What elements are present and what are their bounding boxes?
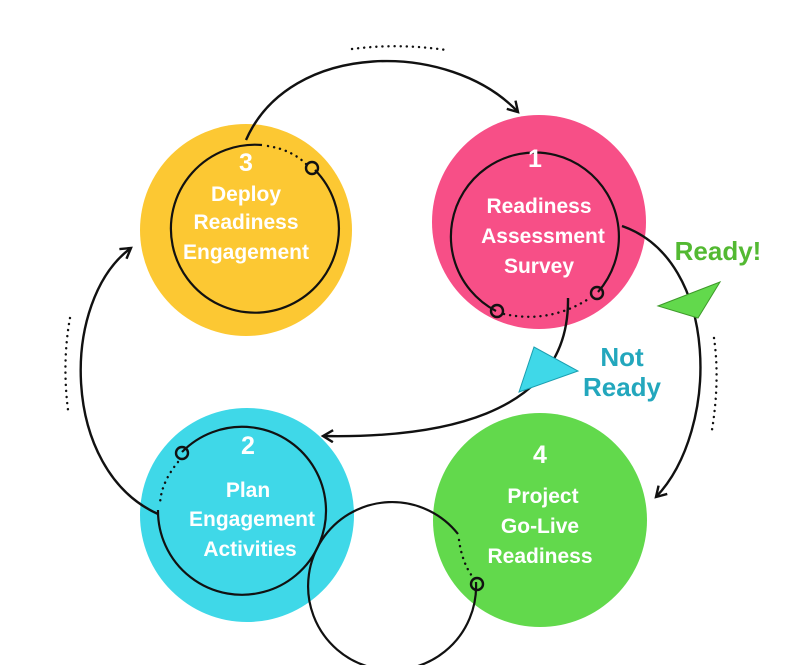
step-3-number: 3 xyxy=(239,149,253,177)
not-ready-label-line-1: Not xyxy=(600,342,644,372)
ready-label: Ready! xyxy=(675,236,762,266)
step-4-node: 4 Project Go-Live Readiness xyxy=(307,413,647,665)
step-3-circle xyxy=(140,124,352,336)
step-4-ring-knob xyxy=(469,576,485,592)
flow-arrow-1-to-4 xyxy=(621,224,702,497)
not-ready-label-line-2: Ready xyxy=(583,372,662,402)
step-4-label-line-3: Readiness xyxy=(487,545,592,568)
step-3-ring-knob xyxy=(304,160,320,176)
step-2-label-line-2: Engagement xyxy=(189,508,315,531)
flow-dots-left xyxy=(64,316,72,412)
step-3-inner-ring xyxy=(169,143,340,314)
step-4-inner-ring xyxy=(307,500,478,665)
step-1-ring-knob-right xyxy=(589,285,605,301)
step-1-label-line-2: Assessment xyxy=(481,225,605,248)
flow-arrow-1-to-2-not-ready xyxy=(323,297,570,436)
step-4-number: 4 xyxy=(533,441,547,469)
step-2-ring-knob xyxy=(174,445,190,461)
step-1-ring-dots xyxy=(502,296,592,318)
step-3-label-line-2: Readiness xyxy=(193,211,298,234)
flow-dots-top xyxy=(350,45,448,52)
step-1-number: 1 xyxy=(528,145,542,173)
step-1-ring-knob-left xyxy=(489,303,505,319)
step-2-label-line-3: Activities xyxy=(203,538,296,561)
flow-arrow-2-to-3 xyxy=(79,248,159,516)
step-2-number: 2 xyxy=(241,432,255,460)
not-ready-flag-icon xyxy=(518,346,580,393)
step-4-label-line-1: Project xyxy=(507,485,578,508)
ready-flag-icon xyxy=(656,281,722,319)
step-3-label-line-3: Engagement xyxy=(183,241,309,264)
step-4-circle xyxy=(433,413,647,627)
step-4-label-line-2: Go-Live xyxy=(501,515,579,538)
step-2-node: 2 Plan Engagement Activities xyxy=(140,408,354,622)
step-3-label-line-1: Deploy xyxy=(211,183,281,206)
step-2-label-line-1: Plan xyxy=(226,479,270,502)
step-1-label-line-3: Survey xyxy=(504,255,574,278)
flow-arrow-3-to-1 xyxy=(244,59,518,141)
step-3-node: 3 Deploy Readiness Engagement xyxy=(140,124,352,336)
step-1-inner-ring xyxy=(449,151,621,312)
step-1-label-line-1: Readiness xyxy=(486,195,591,218)
flow-dots-right xyxy=(710,336,718,432)
step-2-circle xyxy=(140,408,354,622)
step-4-ring-dots xyxy=(457,538,474,578)
step-1-node: 1 Readiness Assessment Survey xyxy=(432,115,646,329)
